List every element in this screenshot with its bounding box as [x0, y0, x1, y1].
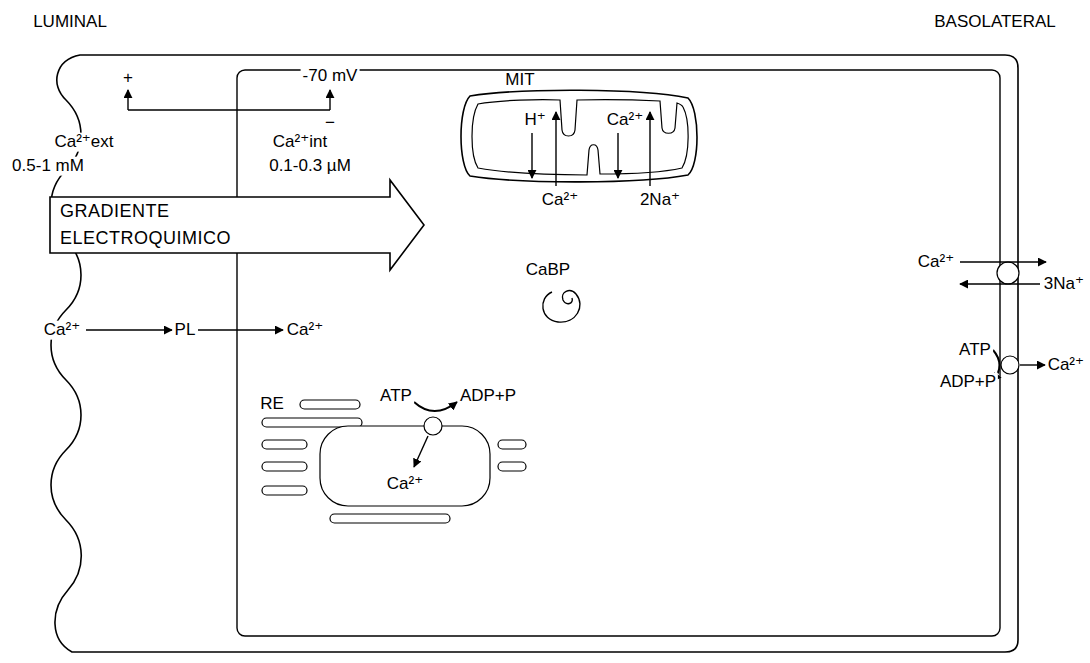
- binding-protein: CaBP: [518, 256, 602, 328]
- ion-label: 2Na⁺: [638, 191, 682, 210]
- ion-label: Ca²⁺: [540, 191, 580, 210]
- calcium-arrow: [414, 436, 428, 467]
- energy-label: ADP+P: [458, 387, 518, 406]
- exchanger-symbol: [997, 262, 1019, 284]
- organelle-label: RE: [260, 395, 284, 414]
- protein-label: CaBP: [526, 261, 570, 280]
- energy-label: ADP+P: [938, 373, 998, 392]
- ion-label: Ca²⁺: [607, 111, 643, 130]
- calcium-arrow: [1020, 364, 1045, 365]
- calcium-arrow: [617, 133, 618, 178]
- endoplasmic-reticulum: RE Ca²⁺: [255, 386, 530, 532]
- ion-label: Ca²⁺: [1046, 356, 1086, 375]
- er-cisterna: [300, 400, 360, 409]
- ion-label: Ca²⁺: [42, 321, 82, 340]
- er-lumen: [320, 426, 490, 506]
- ion-label: Ca²⁺: [916, 253, 956, 272]
- gradient-arrow-outline: [46, 176, 428, 274]
- gradient-arrow-shape: [50, 180, 424, 270]
- sodium-arrow: [649, 112, 650, 186]
- proton-arrow: [531, 133, 532, 178]
- sodium-arrow: [960, 283, 1040, 284]
- calcium-arrow: [198, 329, 283, 330]
- mitochondrion-outer: [461, 90, 697, 182]
- cell-membrane: [51, 55, 1018, 652]
- potential-value: -70 mV: [301, 67, 360, 86]
- mitochondrion: MIT H⁺ Ca²⁺: [455, 62, 705, 186]
- concentration-value: 0.1-0.3 µM: [267, 157, 353, 176]
- energy-label: ATP: [378, 387, 414, 406]
- cytoplasm-border: [237, 70, 1000, 636]
- protein-shape: [543, 291, 580, 322]
- er-cisterna: [262, 486, 307, 495]
- concentration-value: 0.5-1 mM: [10, 157, 86, 176]
- channel-label: PL: [173, 321, 198, 340]
- charge-sign: −: [323, 114, 337, 133]
- ion-label: Ca²⁺int: [271, 133, 329, 152]
- organelle-label: MIT: [505, 71, 534, 90]
- er-cisterna: [330, 514, 450, 523]
- arrow-text: GRADIENTE ELECTROQUIMICO: [60, 198, 280, 252]
- er-cisterna: [498, 462, 526, 471]
- er-cisterna: [498, 440, 526, 449]
- side-label: LUMINAL: [31, 13, 109, 32]
- charge-sign: +: [121, 69, 135, 88]
- er-cisterna: [262, 440, 307, 449]
- ion-label: 3Na⁺: [1042, 275, 1086, 294]
- calcium-arrow: [86, 329, 172, 330]
- pump-symbol: [1001, 356, 1019, 374]
- ion-label: Ca²⁺ext: [52, 133, 115, 152]
- atp-hydrolysis-arrow: [414, 402, 457, 411]
- ion-label: Ca²⁺: [285, 321, 325, 340]
- energy-label: ATP: [957, 341, 993, 360]
- potential-arrow: [127, 90, 128, 110]
- calcium-arrow: [960, 261, 1046, 262]
- mitochondrion-outline: [455, 62, 705, 186]
- ion-label: H⁺: [524, 111, 545, 130]
- potential-bracket: [128, 109, 330, 110]
- side-label: BASOLATERAL: [932, 13, 1058, 32]
- er-cisterna: [262, 462, 307, 471]
- endoplasmic-reticulum-outline: [255, 386, 530, 532]
- potential-arrow: [329, 90, 330, 110]
- gradient-arrow: GRADIENTE ELECTROQUIMICO: [46, 176, 428, 274]
- ion-label: Ca²⁺: [387, 475, 423, 494]
- mitochondrion-cristae: [472, 100, 688, 175]
- pump-symbol: [424, 417, 442, 435]
